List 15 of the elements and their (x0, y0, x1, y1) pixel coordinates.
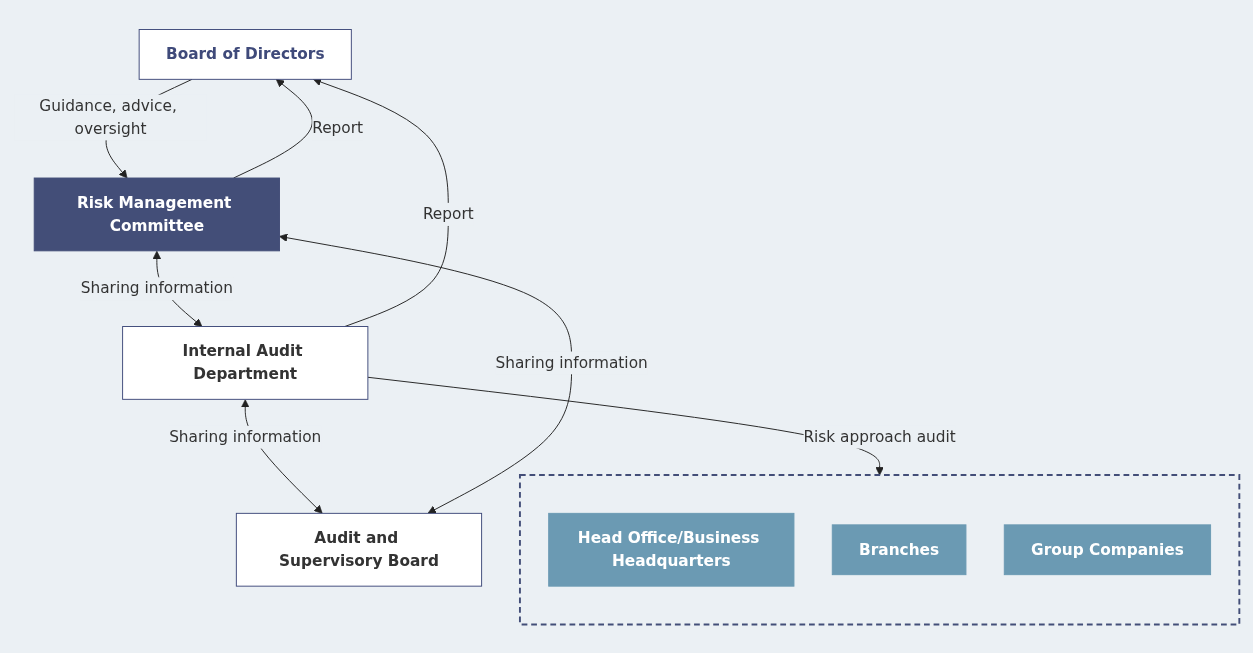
cluster (518, 473, 1240, 625)
node-box: Branches (831, 523, 966, 575)
node-box: Head Office/Business Headquarters (547, 512, 794, 587)
edge-label: Guidance, advice, oversight (38, 95, 177, 138)
edge-label: Sharing information (495, 352, 648, 372)
node-box: Risk Management Committee (33, 177, 280, 251)
node-box: Internal Audit Department (121, 325, 368, 400)
edge-label: Sharing information (80, 278, 233, 297)
node-box: Board of Directors (138, 28, 352, 80)
node-box: Audit and Supervisory Board (235, 512, 482, 587)
node-box: Group Companies (1003, 523, 1211, 575)
edge-label: Risk approach audit (802, 427, 956, 446)
edge-label: Report (422, 204, 474, 223)
edge-label: Report (311, 118, 363, 137)
edge-label: Sharing information (168, 427, 321, 446)
